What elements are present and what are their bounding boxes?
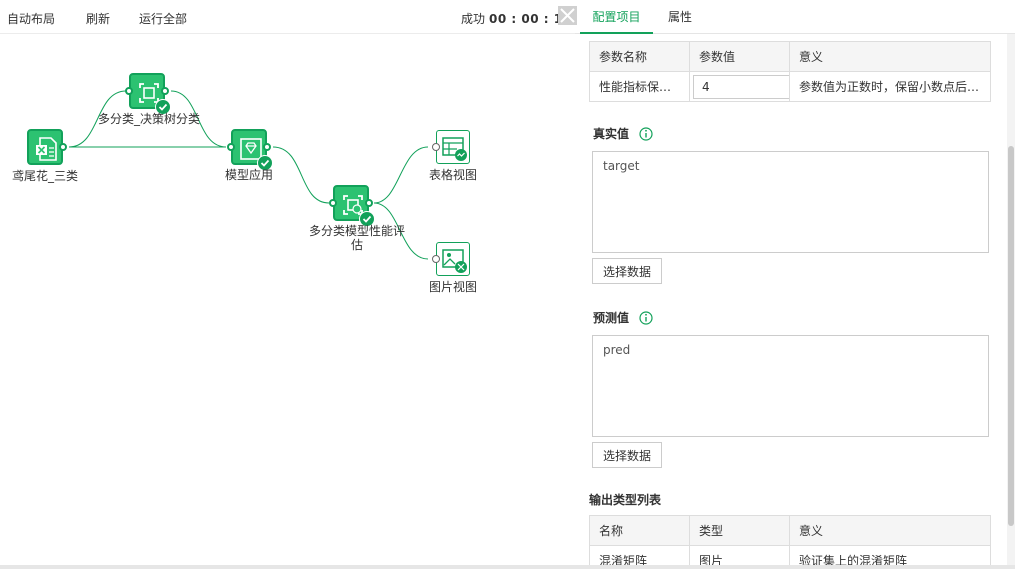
param-name: 性能指标保留... (589, 71, 690, 102)
collapse-panel-button[interactable] (558, 6, 577, 25)
column-header: 意义 (789, 41, 991, 72)
success-check-icon (359, 211, 375, 227)
pred-value-textarea[interactable]: pred (592, 335, 989, 437)
node-model-evaluation[interactable] (329, 185, 375, 227)
input-port[interactable] (227, 143, 235, 151)
node-decision-tree[interactable] (125, 73, 171, 115)
edge-apply-eval (272, 146, 330, 204)
node-label: 鸢尾花_三类 (11, 169, 78, 183)
horizontal-scrollbar[interactable] (0, 565, 1015, 569)
input-port[interactable] (432, 255, 440, 263)
node-label-line1: 多分类模型性能评 (308, 224, 405, 238)
column-header: 参数名称 (589, 41, 690, 72)
workflow-edges (68, 90, 429, 260)
info-icon[interactable] (639, 127, 653, 141)
refresh-button[interactable]: 刷新 (86, 12, 111, 26)
excel-file-icon (36, 137, 57, 161)
output-port[interactable] (59, 143, 67, 151)
algorithm-icon (139, 83, 159, 103)
edge-eval-image (373, 202, 429, 260)
input-port[interactable] (432, 143, 440, 151)
column-header: 类型 (689, 515, 790, 546)
param-value-input[interactable] (693, 74, 789, 99)
panel-tabs: 配置项目 属性 (575, 0, 1015, 34)
config-panel: 配置项目 属性 参数名称 参数值 意义 性能指标保留... 参数值为正数时，保留… (575, 0, 1015, 569)
tab-properties[interactable]: 属性 (667, 10, 692, 24)
node-label-line2: 估 (350, 238, 363, 252)
edge-tree-apply (170, 90, 227, 148)
true-value-textarea[interactable]: target (592, 151, 989, 253)
input-port[interactable] (329, 199, 337, 207)
workflow-canvas[interactable]: 鸢尾花_三类 多分类_决策树分类 模型应用 (0, 35, 575, 569)
diamond-icon (240, 138, 262, 160)
tab-config[interactable]: 配置项目 (580, 0, 653, 34)
close-icon (560, 8, 575, 23)
output-section-title: 输出类型列表 (589, 493, 662, 507)
node-table-view[interactable] (432, 130, 470, 164)
param-value-cell (689, 71, 790, 102)
node-label: 多分类_决策树分类 (97, 112, 200, 126)
node-label: 模型应用 (224, 168, 273, 182)
column-header: 参数值 (689, 41, 790, 72)
output-port[interactable] (161, 87, 169, 95)
success-check-icon (155, 99, 171, 115)
edge-iris-tree (68, 90, 127, 148)
section-title-text: 预测值 (593, 311, 630, 325)
output-port[interactable] (365, 199, 373, 207)
node-iris-dataset[interactable] (27, 129, 67, 165)
panel-scrollbar[interactable] (1007, 34, 1015, 569)
node-image-view[interactable] (432, 242, 470, 276)
table-row: 性能指标保留... 参数值为正数时，保留小数点后的... (589, 71, 991, 102)
param-meaning: 参数值为正数时，保留小数点后的... (789, 71, 991, 102)
node-label: 多分类模型性能评 估 (304, 224, 410, 252)
select-pred-data-button[interactable]: 选择数据 (592, 442, 662, 468)
column-header: 名称 (589, 515, 690, 546)
info-icon[interactable] (639, 311, 653, 325)
table-view-icon (442, 137, 467, 161)
column-header: 意义 (789, 515, 991, 546)
success-check-icon (257, 155, 273, 171)
node-label: 图片视图 (428, 280, 477, 294)
status-label: 成功 (461, 12, 486, 26)
status-time: 00 : 00 : 14 (489, 12, 572, 26)
scrollbar-thumb[interactable] (1008, 146, 1014, 526)
true-value-section-title: 真实值 (593, 125, 653, 142)
node-model-apply[interactable] (227, 129, 273, 171)
section-title-text: 真实值 (593, 127, 630, 141)
image-view-icon (442, 249, 467, 273)
table-header-row: 参数名称 参数值 意义 (589, 41, 991, 72)
params-table: 参数名称 参数值 意义 性能指标保留... 参数值为正数时，保留小数点后的... (589, 41, 991, 102)
input-port[interactable] (125, 87, 133, 95)
auto-layout-button[interactable]: 自动布局 (7, 12, 56, 26)
pred-value-section-title: 预测值 (593, 309, 653, 326)
node-label: 表格视图 (428, 168, 477, 182)
output-table: 名称 类型 意义 混淆矩阵 图片 验证集上的混淆矩阵 (589, 515, 991, 569)
output-port[interactable] (263, 143, 271, 151)
table-header-row: 名称 类型 意义 (589, 515, 991, 546)
select-true-data-button[interactable]: 选择数据 (592, 258, 662, 284)
evaluation-icon (343, 195, 363, 215)
edge-eval-table (373, 146, 429, 204)
run-all-button[interactable]: 运行全部 (139, 12, 188, 26)
